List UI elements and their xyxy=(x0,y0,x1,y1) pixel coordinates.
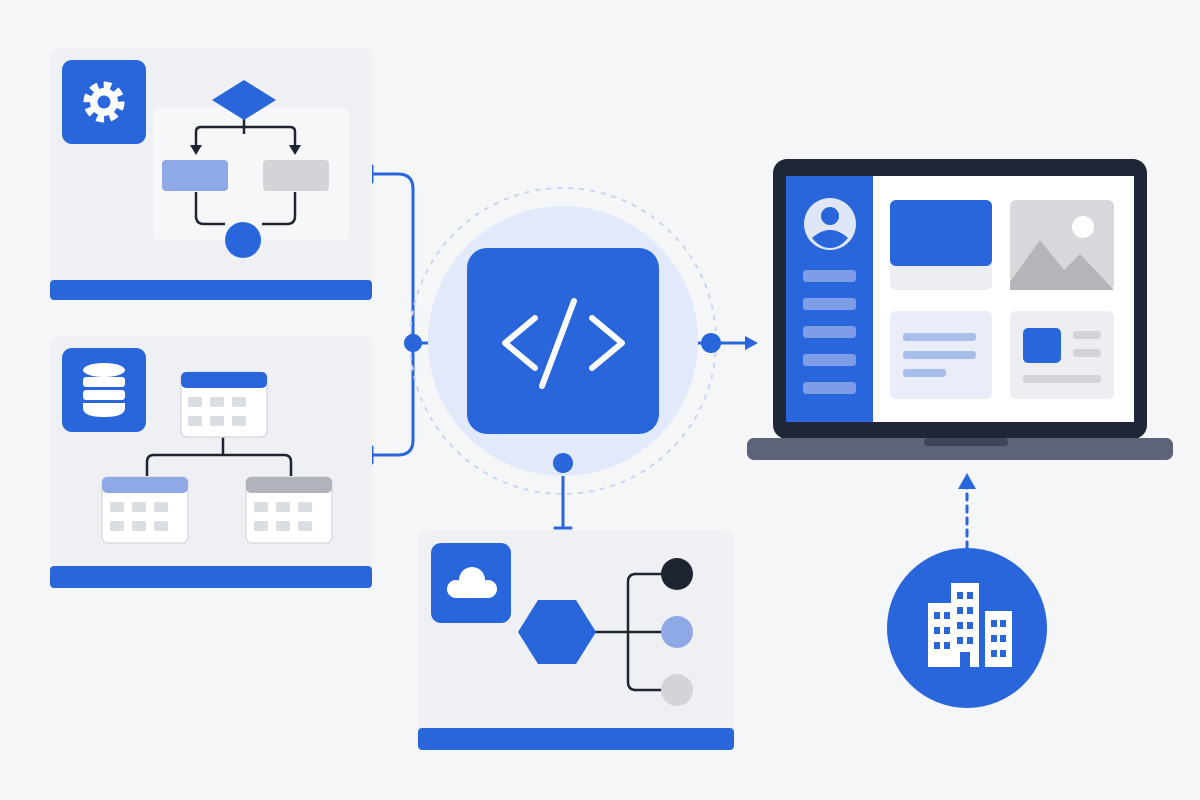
connector-process-to-hub xyxy=(370,172,415,345)
network-node-gray xyxy=(661,674,693,706)
image-sun-icon xyxy=(1072,216,1094,238)
flow-step-right xyxy=(263,160,329,191)
network-hexagon xyxy=(518,600,596,664)
schema-connectors xyxy=(145,437,293,476)
connector-joints xyxy=(404,333,976,489)
organization xyxy=(887,548,1047,708)
flow-arrowhead-left xyxy=(190,145,202,155)
table-child-right xyxy=(245,476,333,544)
arrowhead-organization-up xyxy=(958,473,976,489)
cloud-network-panel xyxy=(418,530,734,750)
flow-decision-diamond xyxy=(212,80,276,120)
cloud-icon xyxy=(447,567,497,598)
joint-bottom xyxy=(553,453,573,473)
card-feature xyxy=(890,200,992,290)
flowchart xyxy=(162,80,329,258)
card-image xyxy=(1010,200,1114,290)
flow-end-node xyxy=(225,222,261,258)
process-flow-panel xyxy=(50,48,372,300)
panel-bottom-bar xyxy=(418,728,734,750)
laptop-dashboard xyxy=(747,159,1173,460)
avatar xyxy=(804,198,856,250)
sidebar-item-5[interactable] xyxy=(803,382,856,394)
table-child-left xyxy=(101,476,189,544)
panel-bottom-bar xyxy=(50,280,372,300)
table-parent xyxy=(180,371,268,438)
panel-bottom-bar xyxy=(50,566,372,588)
card-item xyxy=(1010,311,1114,399)
laptop-notch xyxy=(924,438,1008,446)
joint-left xyxy=(404,334,422,352)
database-schema-panel xyxy=(50,336,372,588)
card-text xyxy=(890,311,992,399)
code-brackets-icon xyxy=(502,298,625,389)
joint-right xyxy=(701,333,721,353)
database-icon xyxy=(83,363,125,417)
network-node-blue xyxy=(661,616,693,648)
panel-inner-area xyxy=(153,108,349,240)
sidebar-item-2[interactable] xyxy=(803,298,856,310)
sidebar-item-3[interactable] xyxy=(803,326,856,338)
image-mountain-icon xyxy=(1010,240,1114,290)
hub-tile xyxy=(467,248,659,434)
flow-arrowhead-right xyxy=(289,145,301,155)
gear-icon xyxy=(83,81,125,123)
sidebar-item-1[interactable] xyxy=(803,270,856,282)
building-icon xyxy=(928,583,1012,667)
flow-step-left xyxy=(162,160,228,191)
sidebar-item-4[interactable] xyxy=(803,354,856,366)
arrowhead-to-laptop xyxy=(745,336,758,350)
laptop-base xyxy=(747,438,1173,460)
network-node-dark xyxy=(661,558,693,590)
connector-database-to-hub xyxy=(370,341,415,457)
code-hub xyxy=(409,187,717,495)
